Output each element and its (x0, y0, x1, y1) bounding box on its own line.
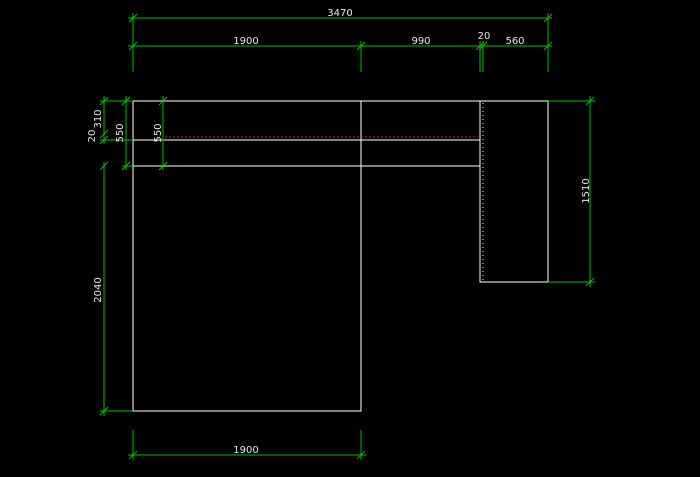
dim-text-left-height: 2040 (93, 277, 104, 302)
left-large-panel (132, 100, 362, 412)
hidden-lines (165, 103, 484, 280)
dim-text-bottom-width: 1900 (233, 445, 258, 456)
dim-text-left-width: 1900 (233, 36, 258, 47)
dim-text-top-550: 550 (115, 123, 126, 142)
dim-text-right-height: 1510 (581, 178, 592, 203)
right-tall-panel (479, 100, 549, 283)
drawing-outline (132, 100, 549, 412)
dim-text-middle-width: 990 (411, 36, 430, 47)
dim-text-top-20: 20 (87, 130, 98, 143)
dim-text-top-310: 310 (93, 109, 104, 128)
dimension-texts: 3470 1900 990 20 560 20 310 550 550 2040… (87, 8, 592, 456)
dimension-lines (99, 13, 595, 460)
dim-text-overall: 3470 (327, 8, 352, 19)
dim-text-gap-width: 20 (478, 31, 491, 42)
dim-text-right-width: 560 (505, 36, 524, 47)
dim-text-inner-550: 550 (153, 123, 164, 142)
